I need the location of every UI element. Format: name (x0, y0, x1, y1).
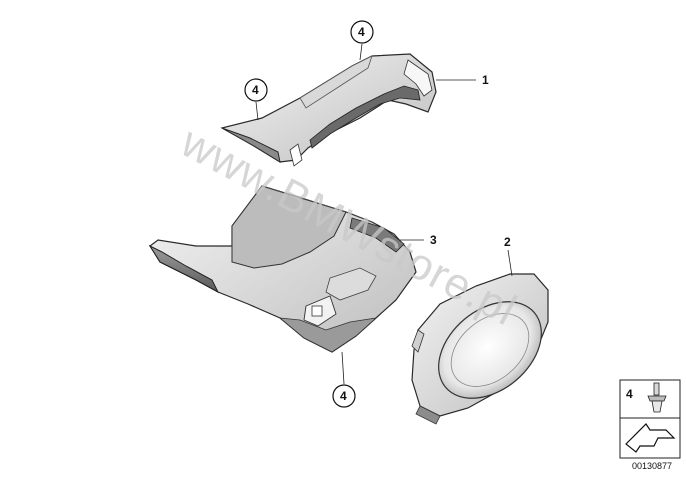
leader-lines (255, 43, 513, 385)
legend-fastener-number: 4 (626, 387, 633, 401)
svg-text:4: 4 (340, 389, 347, 403)
callout-fastener-bottom: 4 (332, 384, 356, 408)
svg-text:4: 4 (252, 83, 259, 97)
svg-text:3: 3 (430, 233, 437, 247)
direction-arrow-icon (625, 423, 676, 453)
diagram-number: 00130877 (631, 461, 673, 471)
legend-box: 4 (619, 379, 681, 459)
callout-fastener-top-center: 4 (350, 20, 374, 44)
svg-text:4: 4 (358, 25, 365, 39)
callout-part-2: 2 (504, 235, 511, 249)
svg-text:1: 1 (482, 73, 489, 87)
callout-part-1: 1 (482, 73, 489, 87)
callout-part-3: 3 (430, 233, 437, 247)
svg-text:2: 2 (504, 235, 511, 249)
lower-column-trim (148, 185, 417, 353)
upper-column-trim (220, 53, 437, 167)
callout-fastener-top-left: 4 (244, 78, 268, 102)
expansion-rivet-icon (647, 382, 667, 413)
cluster-cover (411, 273, 549, 425)
